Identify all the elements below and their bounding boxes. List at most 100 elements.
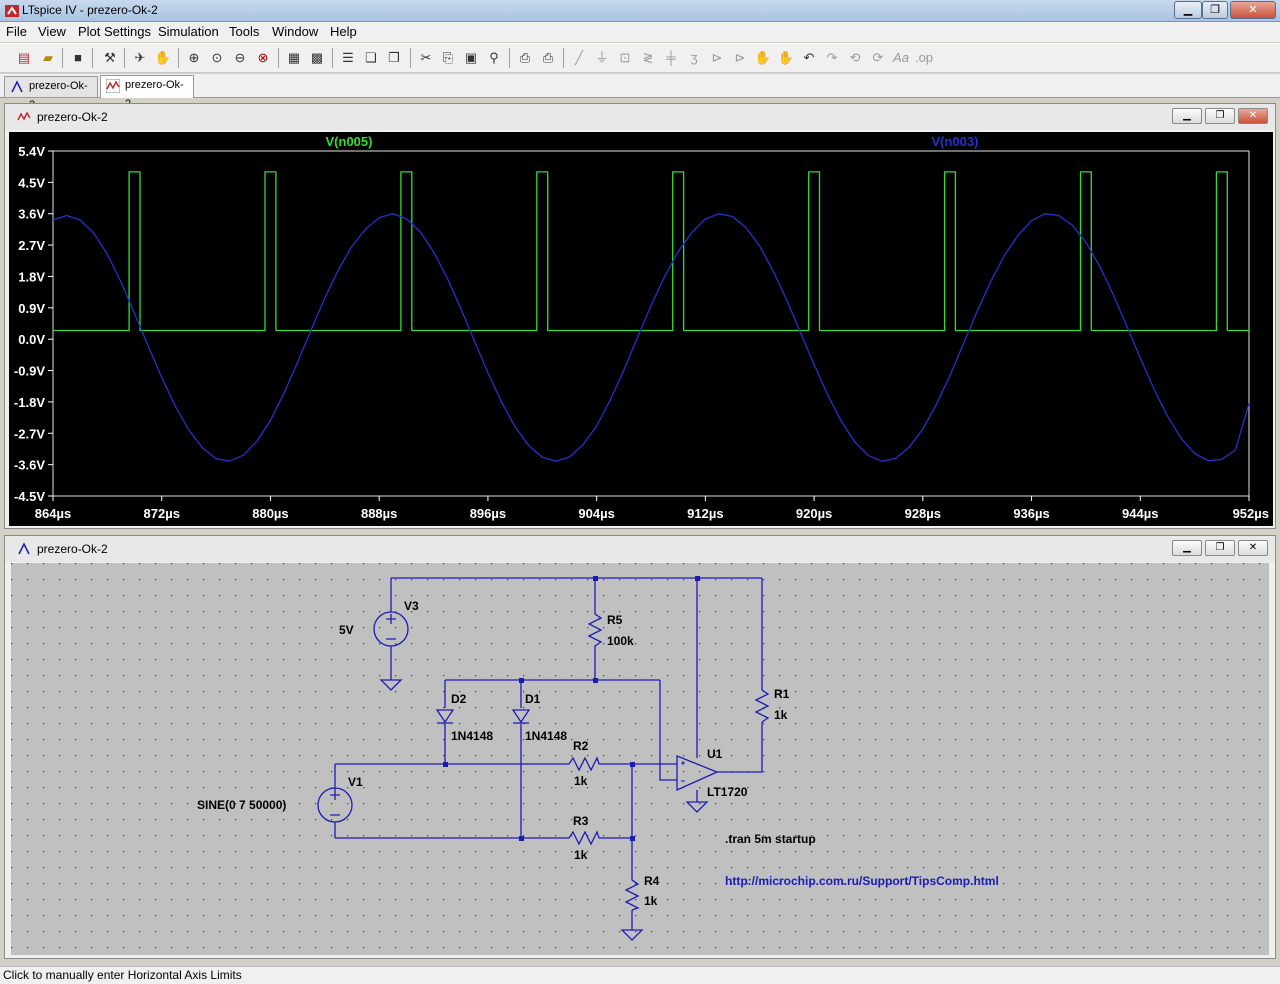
find-icon[interactable]: ⚲ bbox=[489, 50, 499, 65]
move-icon[interactable]: ✋ bbox=[754, 50, 772, 65]
zoom-pan-icon[interactable]: ⊙ bbox=[211, 50, 223, 65]
x-tick-label: 920µs bbox=[796, 506, 832, 521]
schematic-window-titlebar: prezero-Ok-2 ▁ ❐ ✕ bbox=[5, 536, 1275, 562]
resistor-r5[interactable] bbox=[587, 610, 603, 656]
menu-file[interactable]: File bbox=[6, 24, 27, 39]
label-d2-value: 1N4148 bbox=[451, 729, 493, 743]
menu-view[interactable]: View bbox=[38, 24, 66, 39]
y-tick-label: 0.0V bbox=[18, 332, 45, 347]
tab-bar: prezero-Ok-2 prezero-Ok-2 bbox=[0, 74, 1280, 111]
zoom-out-icon[interactable]: ⊖ bbox=[234, 50, 246, 65]
schematic-canvas[interactable]: V3 5V R5 100k D2 1N4148 D1 1N4148 R2 1k … bbox=[11, 563, 1269, 955]
new-schematic-icon[interactable]: ▤ bbox=[17, 50, 31, 65]
save-icon[interactable]: ■ bbox=[74, 50, 82, 65]
minimize-button[interactable]: ▁ bbox=[1174, 1, 1202, 19]
redo-icon[interactable]: ↷ bbox=[826, 50, 838, 65]
y-tick-label: 2.7V bbox=[18, 238, 45, 253]
x-tick-label: 896µs bbox=[470, 506, 506, 521]
autorange-icon[interactable]: ▦ bbox=[287, 50, 301, 65]
menu-tools[interactable]: Tools bbox=[229, 24, 260, 39]
schematic-restore-button[interactable]: ❐ bbox=[1205, 540, 1235, 556]
waveform-restore-button[interactable]: ❐ bbox=[1205, 108, 1235, 124]
maximize-button[interactable]: ❐ bbox=[1202, 1, 1228, 19]
resistor-icon[interactable]: ≷ bbox=[642, 50, 654, 65]
title-bar: LTspice IV - prezero-Ok-2 ▁ ❐ ✕ bbox=[0, 0, 1280, 22]
inductor-icon[interactable]: ʒ bbox=[690, 50, 698, 65]
schematic-minimize-button[interactable]: ▁ bbox=[1172, 540, 1202, 556]
label-r5: R5 bbox=[607, 613, 623, 627]
resistor-r2[interactable] bbox=[565, 756, 600, 772]
waveform-plot[interactable]: 5.4V4.5V3.6V2.7V1.8V0.9V0.0V-0.9V-1.8V-2… bbox=[9, 132, 1273, 526]
y-tick-label: -4.5V bbox=[14, 489, 45, 504]
label-v3-value: 5V bbox=[339, 623, 354, 637]
capacitor-icon[interactable]: ╪ bbox=[666, 50, 676, 65]
junctions bbox=[443, 576, 700, 841]
menu-simulation[interactable]: Simulation bbox=[158, 24, 219, 39]
mirror-icon[interactable]: ⟳ bbox=[872, 50, 884, 65]
cascade-icon[interactable]: ❏ bbox=[365, 50, 377, 65]
x-tick-label: 872µs bbox=[144, 506, 180, 521]
zoom-in-icon[interactable]: ⊕ bbox=[188, 50, 200, 65]
resistor-r4[interactable] bbox=[624, 876, 640, 911]
open-icon[interactable]: ▰ bbox=[43, 50, 53, 65]
label-u1: U1 bbox=[707, 747, 723, 761]
rotate-icon[interactable]: ⟲ bbox=[849, 50, 861, 65]
diode-d2[interactable] bbox=[435, 709, 455, 724]
voltage-source-v3[interactable] bbox=[373, 611, 409, 647]
y-tick-label: -3.6V bbox=[14, 458, 45, 473]
menu-plot-settings[interactable]: Plot Settings bbox=[78, 24, 151, 39]
waveform-minimize-button[interactable]: ▁ bbox=[1172, 108, 1202, 124]
ground-icon[interactable]: ⏚ bbox=[595, 50, 609, 65]
autorange-y-icon[interactable]: ▩ bbox=[310, 50, 324, 65]
close-button[interactable]: ✕ bbox=[1230, 1, 1276, 19]
run-icon[interactable]: ✈ bbox=[134, 50, 146, 65]
tile-horizontal-icon[interactable]: ☰ bbox=[342, 50, 354, 65]
x-tick-label: 880µs bbox=[252, 506, 288, 521]
tile-vertical-icon[interactable]: ❐ bbox=[388, 50, 400, 65]
menu-window[interactable]: Window bbox=[272, 24, 319, 39]
tab-waveform[interactable]: prezero-Ok-2 bbox=[100, 75, 194, 110]
schematic-close-button[interactable]: ✕ bbox=[1238, 540, 1268, 556]
x-tick-label: 888µs bbox=[361, 506, 397, 521]
label-r1-value: 1k bbox=[774, 708, 788, 722]
comment-url[interactable]: http://microchip.com.ru/Support/TipsComp… bbox=[725, 874, 999, 888]
wire[interactable] bbox=[334, 577, 763, 930]
schematic-icon bbox=[18, 542, 30, 555]
print-setup-icon[interactable]: ⎙ bbox=[519, 50, 531, 65]
comparator-u1[interactable] bbox=[676, 755, 719, 792]
voltage-source-v1[interactable] bbox=[317, 787, 353, 823]
label-net-icon[interactable]: ⊡ bbox=[619, 50, 631, 65]
spice-directive[interactable]: .tran 5m startup bbox=[725, 832, 816, 846]
drag-icon[interactable]: ✋ bbox=[777, 50, 795, 65]
y-tick-label: -1.8V bbox=[14, 395, 45, 410]
ground-symbol bbox=[685, 801, 709, 813]
label-r3: R3 bbox=[573, 814, 589, 828]
tab-schematic[interactable]: prezero-Ok-2 bbox=[4, 76, 98, 111]
menu-bar: File View Plot Settings Simulation Tools… bbox=[0, 22, 1280, 42]
status-bar: Click to manually enter Horizontal Axis … bbox=[0, 966, 1280, 984]
draw-wire-icon[interactable]: ╱ bbox=[575, 50, 583, 65]
waveform-window-titlebar: prezero-Ok-2 ▁ ❐ ✕ bbox=[5, 104, 1275, 130]
zoom-fit-icon[interactable]: ⊗ bbox=[257, 50, 269, 65]
label-r1: R1 bbox=[774, 687, 790, 701]
component-icon[interactable]: ⊳ bbox=[734, 50, 746, 65]
menu-help[interactable]: Help bbox=[330, 24, 357, 39]
control-panel-icon[interactable]: ⚒ bbox=[104, 50, 116, 65]
text-icon[interactable]: Aa bbox=[893, 50, 909, 65]
resistor-r1[interactable] bbox=[754, 686, 770, 723]
spice-directive-icon[interactable]: .op bbox=[914, 50, 934, 65]
waveform-close-button[interactable]: ✕ bbox=[1238, 108, 1268, 124]
resistor-r3[interactable] bbox=[565, 830, 600, 846]
label-r2-value: 1k bbox=[574, 774, 588, 788]
paste-icon[interactable]: ▣ bbox=[464, 50, 478, 65]
undo-icon[interactable]: ↶ bbox=[803, 50, 815, 65]
trace-label[interactable]: V(n003) bbox=[932, 134, 979, 149]
copy-icon[interactable]: ⎘ bbox=[442, 50, 454, 65]
print-icon[interactable]: ⎙ bbox=[542, 50, 554, 65]
halt-icon[interactable]: ✋ bbox=[154, 50, 172, 65]
diode-d1[interactable] bbox=[511, 709, 531, 724]
cut-icon[interactable]: ✂ bbox=[420, 50, 432, 65]
diode-icon[interactable]: ⊳ bbox=[711, 50, 723, 65]
trace-label[interactable]: V(n005) bbox=[326, 134, 373, 149]
